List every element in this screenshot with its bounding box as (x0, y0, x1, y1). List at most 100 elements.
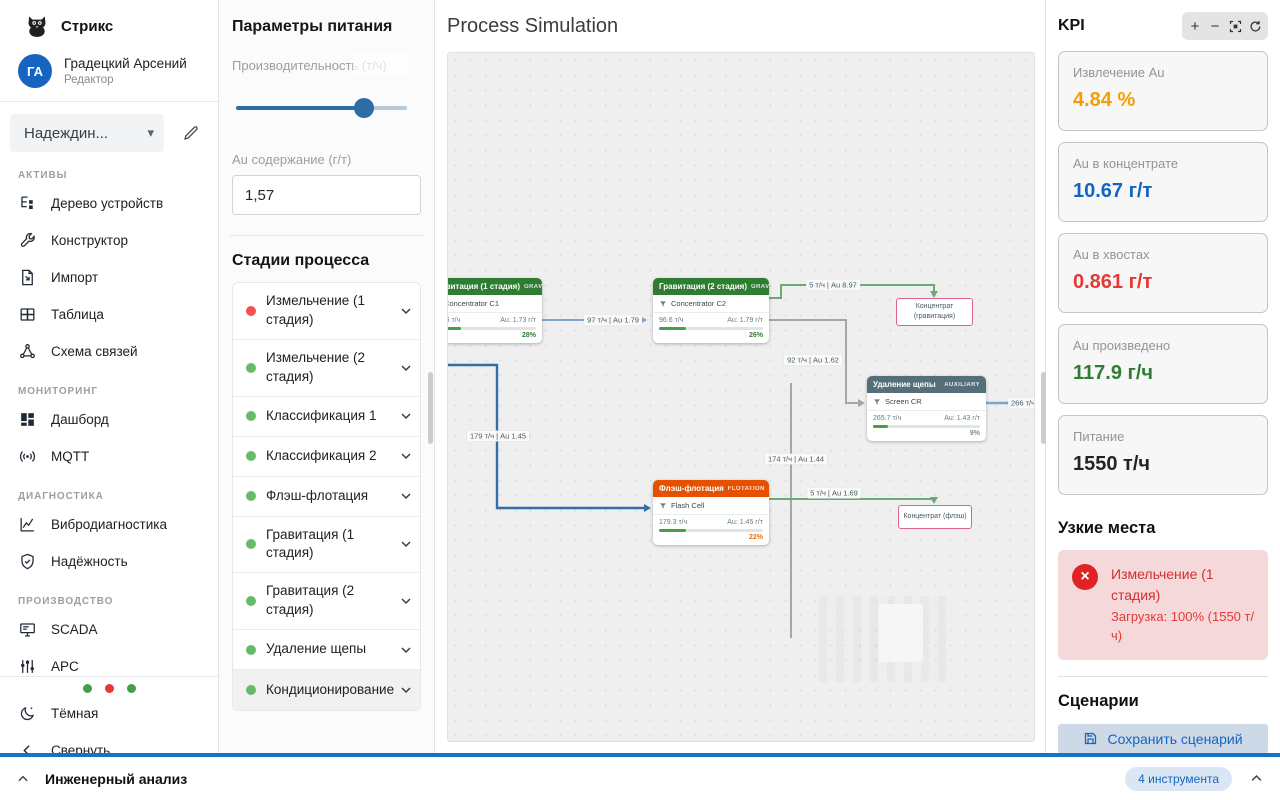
engineering-analysis-bar: Инженерный анализ 4 инструмента (0, 753, 1280, 800)
status-dot (126, 684, 136, 693)
bottleneck-alert-body: Измельчение (1 стадия)Загрузка: 100% (15… (1111, 564, 1258, 646)
page-title: Process Simulation (447, 15, 619, 37)
avatar: ГА (18, 54, 52, 88)
stage-accordion-row[interactable]: Гравитация (1 стадия) (233, 516, 420, 574)
chevron-down-icon (398, 360, 414, 376)
collapse-label: Свернуть (51, 743, 111, 753)
sidebar-section-label: ПРОИЗВОДСТВО (18, 596, 114, 607)
status-dot (104, 684, 114, 693)
throughput-slider[interactable] (236, 98, 417, 118)
panel-resize-handle[interactable] (1041, 372, 1046, 444)
project-select[interactable]: Надеждин... ▾ (10, 114, 164, 152)
engineering-analysis-toggle[interactable]: Инженерный анализ (16, 771, 187, 787)
user-role: Редактор (64, 74, 114, 86)
zoom-out-icon: − (1210, 17, 1220, 35)
refresh-button[interactable] (1246, 15, 1264, 37)
stage-accordion-row[interactable]: Кондиционирование (233, 670, 420, 711)
signal-icon (18, 447, 37, 466)
panel-resize-handle[interactable] (428, 372, 433, 444)
sidebar-item-shield-check[interactable]: Надёжность (0, 543, 218, 580)
zoom-in-button[interactable]: + (1186, 15, 1204, 37)
theme-toggle[interactable]: Тёмная (0, 695, 218, 732)
bottleneck-name: Измельчение (1 стадия) (1111, 566, 1214, 603)
process-node[interactable]: Гравитация (1 стадия)GRAVITYConcentrator… (448, 278, 542, 343)
flow-canvas[interactable]: Гравитация (1 стадия)GRAVITYConcentrator… (447, 52, 1035, 742)
kpi-card-label: Au в хвостах (1073, 247, 1150, 262)
divider (230, 235, 423, 236)
sidebar-item-table[interactable]: Таблица (0, 296, 218, 333)
slider-thumb[interactable] (354, 98, 375, 118)
sidebar-item-label: Импорт (51, 270, 99, 285)
sidebar-item-signal[interactable]: MQTT (0, 438, 218, 475)
scenarios-title: Сценарии (1058, 691, 1139, 710)
sidebar-item-label: APC (51, 659, 79, 674)
stage-status-dot (246, 451, 256, 462)
zoom-out-button[interactable]: − (1206, 15, 1224, 37)
edge-flow-label: 266 т/ч (1007, 397, 1034, 409)
sidebar-item-sliders[interactable]: APC (0, 648, 218, 685)
stage-accordion-row[interactable]: Измельчение (2 стадия) (233, 339, 420, 397)
process-node[interactable]: Гравитация (2 стадия)GRAVITYConcentrator… (653, 278, 769, 343)
sliders-icon (18, 657, 37, 676)
output-node[interactable]: Концентрат (гравитация) (896, 298, 973, 326)
chevron-down-icon (398, 682, 414, 698)
dashboard-icon (18, 410, 37, 429)
zoom-in-icon: + (1190, 17, 1200, 35)
sidebar-item-file-import[interactable]: Импорт (0, 259, 218, 296)
sidebar-item-dashboard[interactable]: Дашборд (0, 401, 218, 438)
collapse-icon (18, 741, 37, 753)
edge-flow-label: 179 т/ч | Au 1.45 (467, 430, 529, 442)
save-scenario-button[interactable]: Сохранить сценарий (1058, 723, 1268, 753)
sidebar-section-label: МОНИТОРИНГ (18, 386, 98, 397)
status-dots (0, 677, 218, 695)
edge-flow-label: 5 т/ч | Au 8.97 (806, 279, 860, 291)
stage-label: Удаление щепы (266, 641, 367, 657)
equipment-name: Screen CR (885, 397, 922, 406)
collapse-sidebar-button[interactable]: Свернуть (0, 732, 218, 753)
process-node-type-badge: GRAVITY (750, 283, 769, 290)
stage-accordion-row[interactable]: Измельчение (1 стадия) (233, 283, 420, 340)
tools-count-badge: 4 инструмента (1125, 766, 1232, 791)
feed-parameters-panel: Параметры питания Производительность (т/… (219, 0, 435, 753)
kpi-card-label: Au в концентрате (1073, 156, 1179, 171)
stage-accordion-row[interactable]: Классификация 2 (233, 436, 420, 477)
kpi-card-label: Au произведено (1073, 338, 1171, 353)
stage-accordion-row[interactable]: Гравитация (2 стадия) (233, 573, 420, 631)
stage-accordion-row[interactable]: Классификация 1 (233, 396, 420, 437)
chevron-up-icon[interactable] (1249, 771, 1264, 786)
grade-value: Au: 1.79 г/т (727, 317, 763, 324)
funnel-icon (873, 398, 881, 406)
error-circle-icon: × (1072, 564, 1098, 590)
grade-input[interactable] (232, 175, 421, 215)
sidebar-item-chart[interactable]: Вибродиагностика (0, 506, 218, 543)
equipment-name: Flash Cell (671, 501, 705, 510)
sidebar-item-device-tree[interactable]: Дерево устройств (0, 185, 218, 222)
grade-value: Au: 1.43 г/т (944, 415, 980, 422)
kpi-card-label: Питание (1073, 429, 1125, 444)
sidebar-item-label: Надёжность (51, 554, 128, 569)
flow-value: 265.7 т/ч (873, 415, 902, 422)
stage-accordion-row[interactable]: Флэш-флотация (233, 476, 420, 517)
sidebar-item-label: Вибродиагностика (51, 517, 167, 532)
slider-tooltip-ghost (353, 53, 409, 75)
canvas-zoom-toolbar: + − (1182, 12, 1268, 40)
stage-list: Измельчение (1 стадия)Измельчение (2 ста… (232, 282, 421, 712)
sidebar-item-wrench[interactable]: Конструктор (0, 222, 218, 259)
owl-logo-icon (24, 13, 50, 39)
chevron-down-icon: ▾ (147, 125, 154, 140)
output-node[interactable]: Концентрат (флэш) (898, 505, 972, 529)
load-percent: 26% (748, 332, 763, 339)
stage-accordion-row[interactable]: Удаление щепы (233, 630, 420, 671)
slider-track[interactable] (236, 106, 407, 110)
sidebar-item-network[interactable]: Схема связей (0, 333, 218, 370)
fit-view-button[interactable] (1226, 15, 1244, 37)
process-node-equipment: Screen CR (867, 393, 986, 411)
load-bar (873, 425, 980, 428)
sidebar-item-monitor[interactable]: SCADA (0, 611, 218, 648)
edit-project-button[interactable] (178, 120, 204, 146)
sidebar-item-label: Схема связей (51, 344, 138, 359)
